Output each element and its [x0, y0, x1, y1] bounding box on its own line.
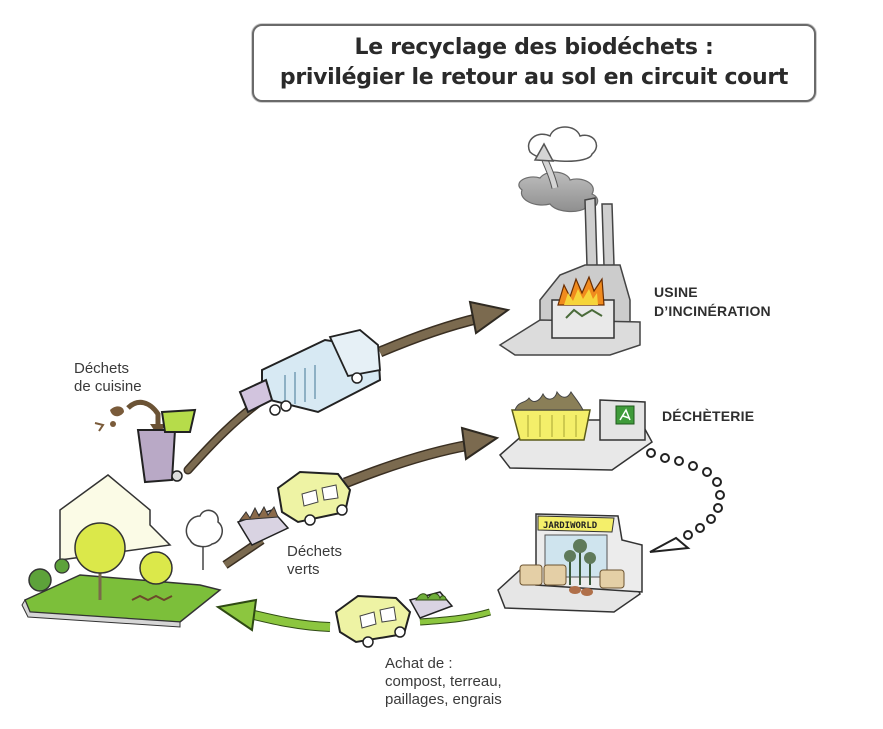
flow-arrow-garden-to-decheterie: [222, 426, 500, 569]
arrowhead-icon: [468, 300, 511, 335]
flow-dotted-decheterie-to-store: [646, 448, 725, 553]
title-line-2: privilégier le retour au sol en circuit …: [279, 65, 789, 90]
garbage-truck-illustration: [238, 329, 382, 416]
bush-icon: [28, 568, 52, 592]
label-green-waste: Déchets verts: [287, 543, 342, 579]
arrowhead-icon: [460, 426, 500, 461]
label-decheterie: DÉCHÈTERIE: [662, 407, 754, 426]
chimney-icon: [584, 197, 598, 267]
decheterie-illustration: [498, 390, 653, 471]
compost-bin-icon: [136, 429, 177, 484]
label-kitchen-waste: Déchets de cuisine: [74, 360, 142, 396]
label-line: DÉCHÈTERIE: [662, 408, 755, 424]
kitchen-bin-illustration: [94, 399, 197, 484]
house-garden-illustration: [21, 474, 223, 628]
label-line: USINE: [654, 284, 698, 300]
label-line: de cuisine: [74, 378, 142, 395]
label-line: Déchets: [74, 360, 130, 377]
tree-outline-icon: [185, 509, 223, 548]
arrowhead-icon: [215, 598, 258, 632]
tree-icon: [139, 551, 173, 585]
incineration-plant-illustration: [498, 126, 641, 356]
garden-store-illustration: JARDIWORLD: [497, 513, 643, 613]
skip-container-icon: [511, 409, 591, 441]
label-incineration-plant: USINE D’INCINÉRATION: [654, 283, 771, 321]
chimney-icon: [601, 203, 615, 267]
store-sign-label: JARDIWORLD: [543, 521, 598, 531]
compost-bags-icon: [519, 564, 543, 586]
label-line: paillages, engrais: [385, 691, 502, 708]
label-line: Achat de :: [385, 655, 453, 672]
arrowhead-icon: [649, 536, 691, 553]
purchase-car-illustration: [334, 591, 454, 648]
flow-arrow-store-to-garden: [215, 598, 492, 632]
recycling-sign-icon: [615, 405, 635, 425]
diagram-title-box: Le recyclage des biodéchets : privilégie…: [252, 24, 816, 102]
tree-icon: [74, 522, 126, 574]
label-line: D’INCINÉRATION: [654, 303, 771, 319]
label-line: Déchets: [287, 543, 343, 560]
label-line: compost, terreau,: [385, 673, 502, 690]
label-purchase: Achat de : compost, terreau, paillages, …: [385, 655, 502, 709]
title-line-1: Le recyclage des biodéchets :: [354, 35, 714, 60]
label-line: verts: [287, 561, 320, 578]
smoke-icon: [518, 171, 599, 213]
green-waste-car-illustration: [236, 470, 352, 546]
